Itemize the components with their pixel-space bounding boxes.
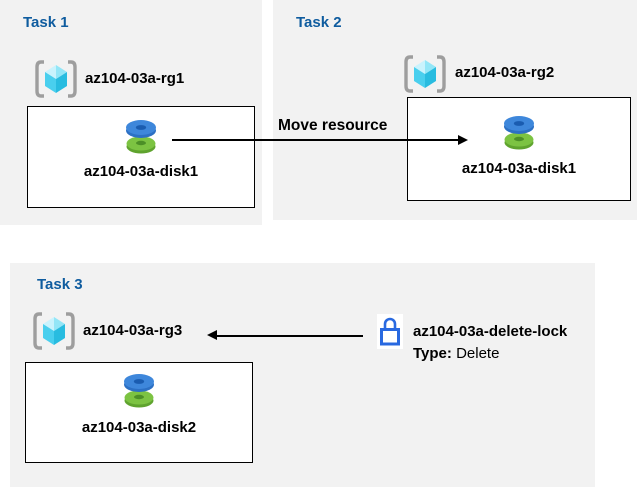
task2-title: Task 2 (296, 14, 342, 31)
resource-group-icon (404, 55, 446, 93)
task3-disk-label: az104-03a-disk2 (81, 419, 197, 436)
resource-group-icon (33, 312, 75, 350)
resource-group-icon (35, 60, 77, 98)
lock-arrow-line (217, 335, 363, 337)
task3-resource-group-label: az104-03a-rg3 (83, 322, 183, 339)
arrow-left-icon (207, 330, 217, 340)
task1-title: Task 1 (23, 14, 69, 31)
lock-icon-background (377, 314, 403, 349)
task1-disk-label: az104-03a-disk1 (83, 163, 199, 180)
move-arrow-line (172, 139, 459, 141)
lock-type-value: Delete (456, 345, 500, 362)
lock-name-label: az104-03a-delete-lock (413, 323, 568, 340)
arrow-right-icon (458, 135, 468, 145)
task3-title: Task 3 (37, 276, 83, 293)
move-resource-label: Move resource (278, 117, 388, 134)
disk-icon (126, 120, 156, 154)
task1-resource-group-label: az104-03a-rg1 (85, 70, 185, 87)
disk-icon (124, 374, 154, 408)
lock-type-line: Type: Delete (413, 345, 499, 362)
task2-disk-label: az104-03a-disk1 (461, 160, 577, 177)
lock-type-label: Type: (413, 345, 452, 362)
disk-icon (504, 116, 534, 150)
task2-resource-group-label: az104-03a-rg2 (455, 64, 555, 81)
lock-icon (380, 317, 400, 346)
